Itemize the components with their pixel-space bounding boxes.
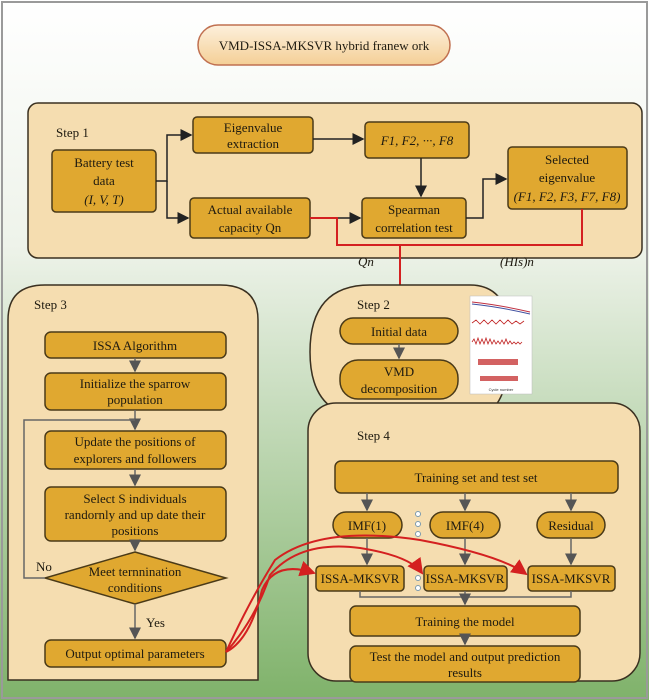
capacity-box: Actual available capacity Qn bbox=[189, 197, 311, 239]
selected-eigenvalue-box: Selected eigenvalue (F1, F2, F3, F7, F8) bbox=[507, 146, 628, 210]
chart-xlabel: Cycle number bbox=[489, 387, 514, 392]
svg-text:Initialize the sparrow: Initialize the sparrow bbox=[80, 376, 191, 391]
svg-text:correlation test: correlation test bbox=[375, 220, 453, 235]
test-model-box: Test the model and output prediction res… bbox=[349, 645, 581, 683]
battery-data-box: Battery test data (I, V, T) bbox=[51, 149, 157, 213]
his-label: (HIs)n bbox=[500, 254, 534, 269]
initial-data-box: Initial data bbox=[339, 317, 459, 345]
svg-text:explorers and followers: explorers and followers bbox=[74, 451, 197, 466]
svg-text:conditions: conditions bbox=[108, 580, 162, 595]
svg-text:ISSA-MKSVR: ISSA-MKSVR bbox=[321, 571, 400, 586]
step1-arrows bbox=[156, 129, 508, 224]
svg-text:Meet ternnination: Meet ternnination bbox=[89, 564, 182, 579]
vmd-chart-thumbnail: Cycle number bbox=[469, 295, 533, 395]
step4-panel bbox=[307, 402, 641, 682]
step3-label: Step 3 bbox=[34, 297, 67, 312]
select-individuals-box: Select S individuals randornly and up da… bbox=[44, 486, 227, 542]
svg-text:Actual available: Actual available bbox=[208, 202, 293, 217]
svg-text:decomposition: decomposition bbox=[361, 381, 438, 396]
qn-label: Qn bbox=[358, 254, 374, 269]
svg-text:Select S individuals: Select S individuals bbox=[83, 491, 186, 506]
training-model-box: Training the model bbox=[349, 605, 581, 637]
yes-label: Yes bbox=[146, 615, 165, 630]
svg-text:eigenvalue: eigenvalue bbox=[539, 170, 596, 185]
svg-text:Output optimal parameters: Output optimal parameters bbox=[65, 646, 204, 661]
step2-label: Step 2 bbox=[357, 297, 390, 312]
svg-text:IMF(4): IMF(4) bbox=[446, 518, 484, 533]
svg-text:Eigenvalue: Eigenvalue bbox=[224, 120, 283, 135]
step3-arrows bbox=[23, 358, 141, 640]
svg-text:ISSA-MKSVR: ISSA-MKSVR bbox=[532, 571, 611, 586]
svg-text:(F1, F2, F3, F7, F8): (F1, F2, F3, F7, F8) bbox=[514, 189, 621, 204]
vmd-decomposition-box: VMD decomposition bbox=[339, 359, 459, 400]
termination-decision-diamond: Meet ternnination conditions bbox=[42, 551, 229, 605]
residual-box: Residual bbox=[536, 511, 606, 539]
svg-text:Training set and test set: Training set and test set bbox=[414, 470, 537, 485]
svg-text:Test the model and output pred: Test the model and output prediction bbox=[370, 649, 561, 664]
svg-text:Initial data: Initial data bbox=[371, 324, 427, 339]
step4-label: Step 4 bbox=[357, 428, 390, 443]
svg-text:capacity Qn: capacity Qn bbox=[219, 220, 282, 235]
svg-text:ISSA-MKSVR: ISSA-MKSVR bbox=[426, 571, 505, 586]
spearman-box: Spearman correlation test bbox=[361, 197, 467, 239]
svg-text:Training the model: Training the model bbox=[415, 614, 515, 629]
issa-algorithm-box: ISSA Algorithm bbox=[44, 331, 227, 359]
training-test-set-box: Training set and test set bbox=[334, 460, 619, 494]
svg-text:Residual: Residual bbox=[548, 518, 594, 533]
no-label: No bbox=[36, 559, 52, 574]
svg-text:results: results bbox=[448, 665, 482, 680]
diagram-title: VMD-ISSA-MKSVR hybrid franew ork bbox=[219, 38, 430, 53]
svg-text:F1, F2, ···, F8: F1, F2, ···, F8 bbox=[380, 133, 454, 148]
step1-label: Step 1 bbox=[56, 125, 89, 140]
svg-text:Selected: Selected bbox=[545, 152, 590, 167]
svg-text:Update the positions of: Update the positions of bbox=[75, 434, 197, 449]
svg-text:ISSA Algorithm: ISSA Algorithm bbox=[93, 338, 177, 353]
svg-text:Battery test: Battery test bbox=[74, 155, 134, 170]
svg-text:Spearman: Spearman bbox=[388, 202, 440, 217]
parameter-transfer-arrows bbox=[225, 534, 528, 653]
svg-text:extraction: extraction bbox=[227, 136, 279, 151]
update-positions-box: Update the positions of explorers and fo… bbox=[44, 430, 227, 470]
imf1-box: IMF(1) bbox=[332, 511, 403, 539]
output-parameters-box: Output optimal parameters bbox=[44, 639, 227, 668]
issa-mksvr-box-3: ISSA-MKSVR bbox=[527, 565, 616, 592]
svg-text:(I, V, T): (I, V, T) bbox=[84, 192, 123, 207]
title-pill: VMD-ISSA-MKSVR hybrid franew ork bbox=[197, 24, 451, 66]
issa-mksvr-box-1: ISSA-MKSVR bbox=[315, 565, 405, 592]
svg-text:IMF(1): IMF(1) bbox=[348, 518, 386, 533]
step4-arrows bbox=[359, 493, 577, 646]
svg-text:VMD: VMD bbox=[384, 364, 414, 379]
features-box: F1, F2, ···, F8 bbox=[364, 121, 470, 159]
svg-text:population: population bbox=[107, 392, 163, 407]
imf4-box: IMF(4) bbox=[429, 511, 501, 539]
issa-mksvr-box-2: ISSA-MKSVR bbox=[423, 565, 508, 592]
initialize-population-box: Initialize the sparrow population bbox=[44, 372, 227, 411]
svg-text:positions: positions bbox=[112, 523, 159, 538]
eigenvalue-extraction-box: Eigenvalue extraction bbox=[192, 116, 314, 154]
svg-text:randornly and up date their: randornly and up date their bbox=[65, 507, 206, 522]
svg-text:data: data bbox=[93, 173, 115, 188]
